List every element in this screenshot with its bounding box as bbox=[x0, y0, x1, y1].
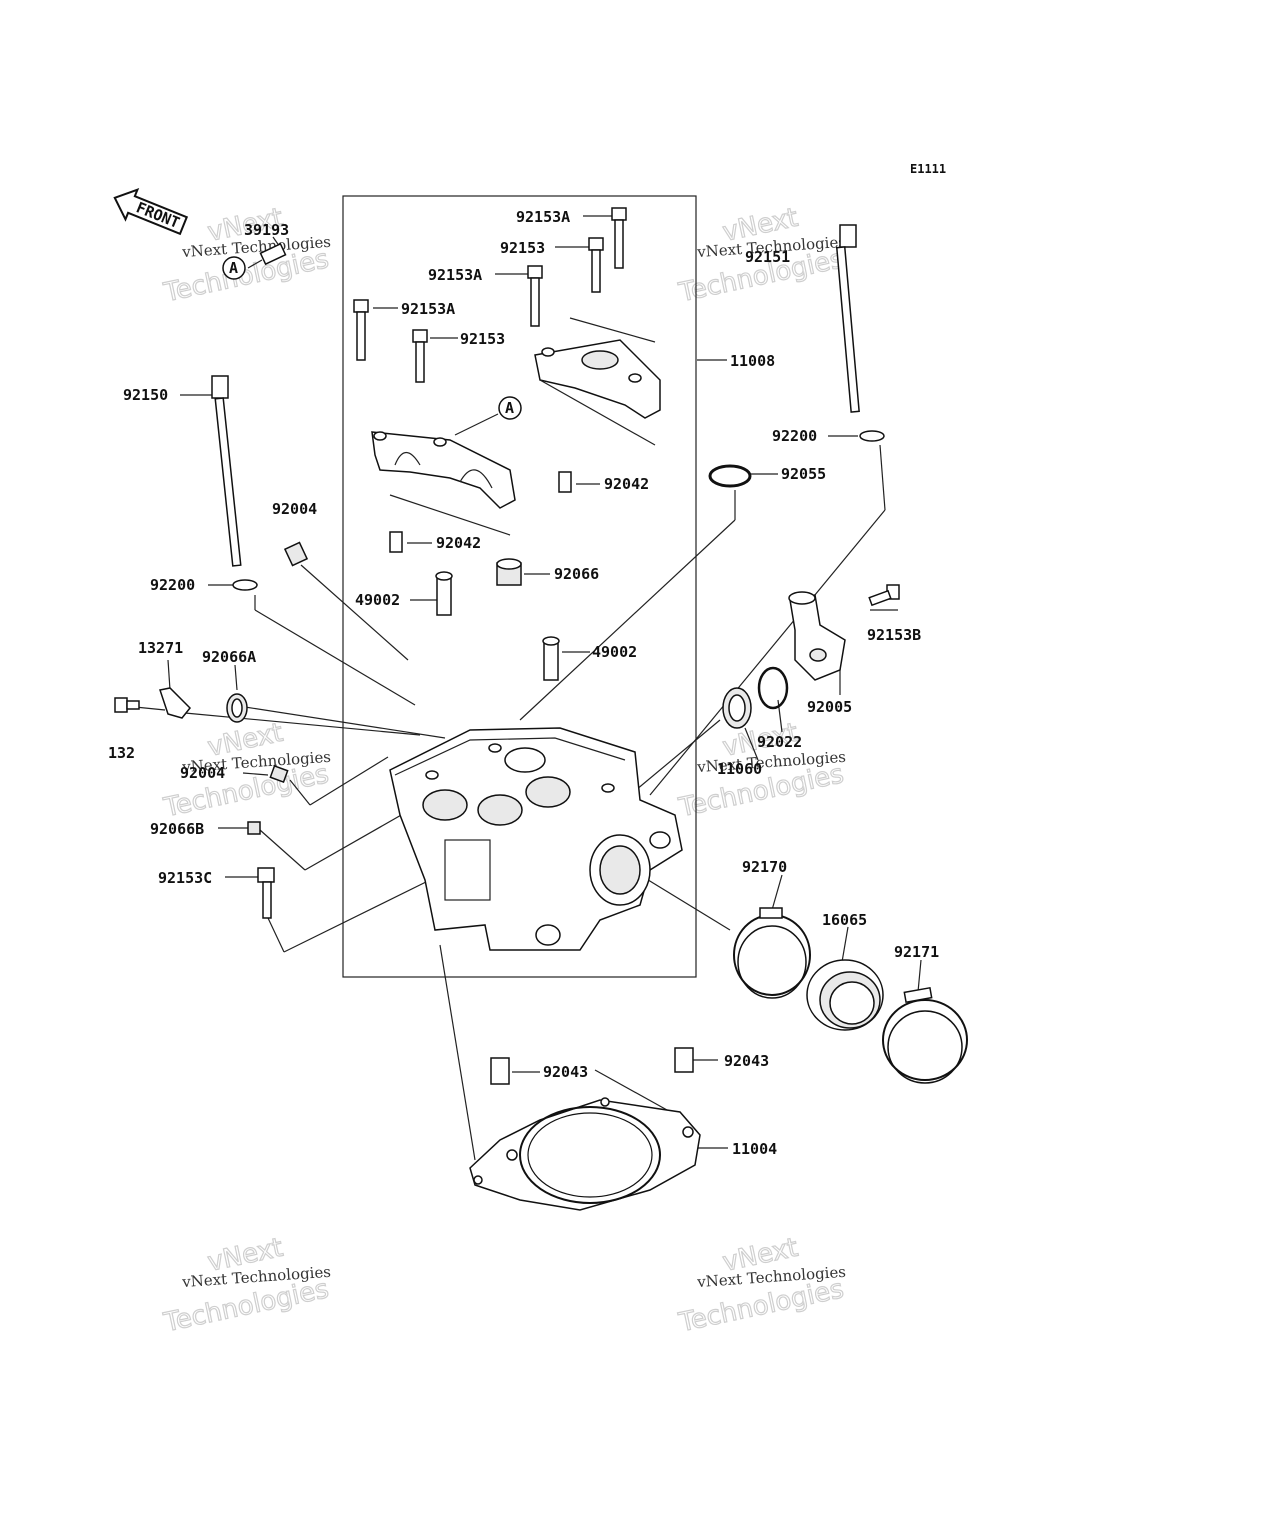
cylinder-head-icon bbox=[389, 727, 683, 951]
part-label-39193: 39193 bbox=[244, 221, 289, 239]
bolt-92153-left-icon bbox=[412, 329, 428, 383]
part-label-92043-1: 92043 bbox=[543, 1063, 588, 1081]
part-label-92066b: 92066B bbox=[150, 820, 204, 838]
camshaft-cap-left-icon bbox=[371, 431, 516, 536]
guide-49002-right-icon bbox=[542, 636, 560, 681]
part-label-92004-1: 92004 bbox=[272, 500, 317, 518]
part-label-92004-2: 92004 bbox=[180, 764, 225, 782]
part-label-92055: 92055 bbox=[781, 465, 826, 483]
bolt-92153a-mid-icon bbox=[527, 265, 543, 327]
part-label-92022: 92022 bbox=[757, 733, 802, 751]
parts-artwork: A A bbox=[114, 207, 968, 1211]
part-label-11004: 11004 bbox=[732, 1140, 777, 1158]
camshaft-cap-right-icon bbox=[534, 317, 661, 446]
stud-92151-icon bbox=[835, 224, 860, 413]
front-label: FRONT bbox=[134, 198, 183, 232]
bolt-92153a-left-icon bbox=[353, 299, 369, 361]
part-label-92066a: 92066A bbox=[202, 648, 256, 666]
stud-92150-icon bbox=[211, 375, 242, 567]
part-label-92005: 92005 bbox=[807, 698, 852, 716]
ring-92066a-icon bbox=[226, 693, 248, 723]
part-label-13271: 13271 bbox=[138, 639, 183, 657]
part-label-92171: 92171 bbox=[894, 943, 939, 961]
washer-92200-left-icon bbox=[232, 579, 258, 591]
part-label-92170: 92170 bbox=[742, 858, 787, 876]
part-label-92150: 92150 bbox=[123, 386, 168, 404]
part-label-11008: 11008 bbox=[730, 352, 775, 370]
part-label-92200-1: 92200 bbox=[772, 427, 817, 445]
part-label-92153a-3: 92153A bbox=[401, 300, 455, 318]
part-label-11060: 11060 bbox=[717, 760, 762, 778]
part-label-132: 132 bbox=[108, 744, 135, 762]
plug-92004-icon bbox=[283, 541, 309, 567]
dowel-92043-right-icon bbox=[674, 1047, 694, 1073]
dowel-92042-right-icon bbox=[558, 471, 572, 493]
o-ring-92055-icon bbox=[708, 464, 752, 488]
bracket-13271-icon bbox=[159, 687, 192, 719]
bolt-92153-top-icon bbox=[588, 237, 604, 293]
dowel-92043-left-icon bbox=[490, 1057, 510, 1085]
part-label-92153a-2: 92153A bbox=[428, 266, 482, 284]
guide-49002-left-icon bbox=[435, 571, 453, 616]
bolt-39193-icon bbox=[247, 242, 287, 269]
leader-lines bbox=[134, 215, 922, 1161]
clamp-92170-icon bbox=[733, 907, 811, 999]
dowel-92042-left-icon bbox=[389, 531, 403, 553]
bolt-92153c-icon bbox=[257, 867, 275, 919]
front-arrow-icon: FRONT bbox=[113, 187, 189, 236]
bolt-92153a-top-icon bbox=[611, 207, 627, 269]
clamp-92171-icon bbox=[882, 986, 968, 1084]
o-ring-92022-icon bbox=[757, 666, 789, 710]
plug-92066b-icon bbox=[247, 821, 261, 835]
ref-marker-a-2 bbox=[498, 396, 522, 420]
plug-92066-icon bbox=[496, 558, 522, 586]
fitting-92005-icon bbox=[788, 591, 846, 681]
plug-92004-lower-icon bbox=[269, 765, 289, 783]
part-label-92042-1: 92042 bbox=[604, 475, 649, 493]
washer-92200-right-icon bbox=[859, 430, 885, 442]
part-label-92153-1: 92153 bbox=[500, 239, 545, 257]
part-label-16065: 16065 bbox=[822, 911, 867, 929]
part-label-92153b: 92153B bbox=[867, 626, 921, 644]
part-label-92066: 92066 bbox=[554, 565, 599, 583]
ref-marker-a-2-label: A bbox=[505, 399, 514, 417]
ref-marker-a-1-label: A bbox=[229, 259, 238, 277]
diagram-code: E1111 bbox=[910, 162, 946, 176]
part-label-92200-2: 92200 bbox=[150, 576, 195, 594]
part-label-92153c: 92153C bbox=[158, 869, 212, 887]
part-label-92153-2: 92153 bbox=[460, 330, 505, 348]
part-label-49002-2: 49002 bbox=[592, 643, 637, 661]
holder-16065-icon bbox=[806, 959, 884, 1031]
gasket-11004-icon bbox=[469, 1097, 701, 1211]
part-label-92151: 92151 bbox=[745, 248, 790, 266]
seal-11060-icon bbox=[722, 687, 752, 729]
bolt-92153b-icon bbox=[868, 584, 900, 607]
ref-marker-a-1 bbox=[222, 256, 246, 280]
part-label-92043-2: 92043 bbox=[724, 1052, 769, 1070]
part-label-92153a-1: 92153A bbox=[516, 208, 570, 226]
part-label-49002-1: 49002 bbox=[355, 591, 400, 609]
bolt-132-icon bbox=[114, 697, 140, 713]
part-label-92042-2: 92042 bbox=[436, 534, 481, 552]
part-labels: 39193 92153A 92153 92153A 92153A 92153 9… bbox=[108, 208, 939, 1158]
assembly-frame bbox=[342, 195, 697, 978]
